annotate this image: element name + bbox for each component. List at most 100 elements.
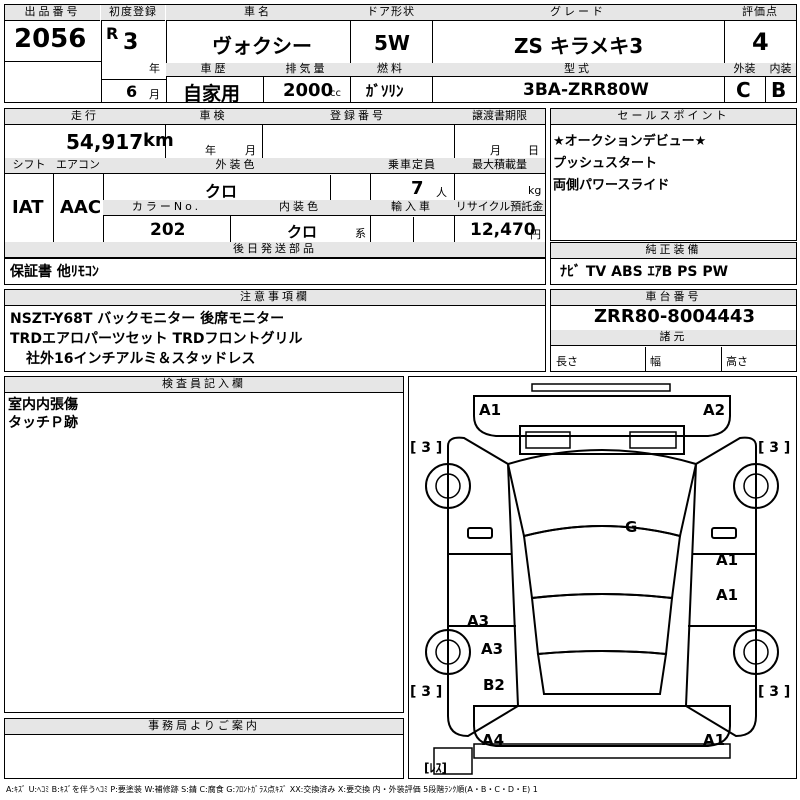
transfer-day-unit: 日 — [528, 144, 539, 157]
notes-header: 注意事項欄 — [5, 290, 545, 306]
tire-label-front-right: [ 3 ] — [758, 440, 791, 456]
damage-mark-5: A1 — [716, 586, 739, 604]
equipment-header: 純正装備 — [551, 243, 796, 259]
recycle-fee: 12,470 — [470, 220, 536, 240]
damage-mark-6: A3 — [467, 612, 490, 630]
equipment-list: ﾅﾋﾞ TV ABS ｴｱB PS PW — [560, 264, 729, 280]
notes-line-2: TRDエアロパーツセット TRDフロントグリル — [10, 331, 303, 347]
parts: 保証書 他ﾘﾓｺﾝ — [10, 264, 99, 280]
lot-number: 2056 — [14, 24, 87, 54]
dimensions-header: 諸元 — [551, 330, 796, 346]
max-load-header: 最大積載量 — [454, 158, 545, 174]
exterior-header: 外装 — [724, 63, 765, 77]
capacity-unit: 人 — [436, 186, 447, 199]
max-load-unit: kg — [528, 184, 542, 197]
mileage: 54,917 — [66, 130, 144, 154]
aircon: AAC — [60, 197, 102, 218]
car-name-header: 車名 — [166, 5, 350, 21]
shift: IAT — [12, 197, 44, 218]
interior-color-unit: 系 — [355, 227, 366, 240]
transfer-month-unit: 月 — [490, 144, 501, 157]
grade-header: グレード — [432, 5, 724, 21]
chassis-number: ZRR80-8004443 — [594, 306, 755, 327]
lot-number-header: 出品番号 — [5, 5, 100, 21]
aircon-header: エアコン — [53, 158, 103, 174]
chassis-header: 車台番号 — [551, 290, 796, 306]
inspection-year-unit: 年 — [205, 144, 216, 157]
recycle-unit: 円 — [530, 228, 541, 241]
notes-line-3: 社外16インチアルミ＆スタッドレス — [26, 351, 256, 367]
plate-header: 登録番号 — [262, 109, 454, 125]
notes-line-1: NSZT-Y68T バックモニター 後席モニター — [10, 311, 285, 327]
inspector-line-2: タッチＰ跡 — [8, 415, 78, 431]
interior-color-header: 内装色 — [230, 200, 370, 216]
damage-mark-7: A3 — [481, 640, 504, 658]
height-label: 高さ — [726, 355, 748, 368]
inspector-line-1: 室内内張傷 — [8, 397, 78, 413]
damage-mark-10: A1 — [703, 731, 726, 749]
mileage-unit: km — [143, 130, 174, 151]
registration-year: 3 — [123, 30, 139, 55]
capacity: 7 — [411, 178, 424, 199]
inspector-header: 検査員記入欄 — [5, 377, 403, 393]
interior-grade: B — [771, 78, 787, 102]
inspection-month-unit: 月 — [245, 144, 256, 157]
month-unit: 月 — [149, 88, 160, 101]
damage-mark-9: A4 — [482, 731, 505, 749]
sales-header: セールスポイント — [551, 109, 796, 125]
length-label: 長さ — [556, 355, 578, 368]
tire-label-rear-right: [ 3 ] — [758, 684, 791, 700]
tire-label-rear-left: [ 3 ] — [410, 684, 443, 700]
sales-box — [550, 108, 797, 241]
exterior-grade: C — [736, 78, 751, 102]
car-name: ヴォクシー — [212, 34, 312, 58]
grade: ZS キラメキ3 — [514, 34, 644, 58]
damage-mark-1: A1 — [479, 401, 502, 419]
width-label: 幅 — [650, 355, 661, 368]
displacement-unit: cc — [330, 88, 341, 99]
color-number-header: カラーNo. — [103, 200, 230, 216]
color-number: 202 — [150, 220, 186, 240]
first-registration-header: 初度登録 — [101, 5, 165, 21]
damage-mark-3: G — [625, 518, 638, 536]
door-header: ドア形状 — [350, 5, 432, 21]
model-header: 型式 — [432, 63, 724, 77]
mileage-header: 走行 — [5, 109, 165, 125]
spare-label: [ﾚｽ] — [424, 761, 447, 775]
history: 自家用 — [183, 83, 241, 105]
capacity-header: 乗車定員 — [370, 158, 454, 174]
displacement-header: 排気量 — [263, 63, 350, 77]
fuel: ｶﾞｿﾘﾝ — [366, 82, 404, 100]
inspection-header: 車検 — [165, 109, 262, 125]
sales-point-2: プッシュスタート — [553, 156, 658, 171]
score-header: 評価点 — [724, 5, 796, 21]
legend: A:ｷｽﾞ U:ﾍｺﾐ B:ｷｽﾞを伴うﾍｺﾐ P:要塗装 W:補修跡 S:錆 … — [6, 785, 538, 794]
car-diagram — [425, 383, 779, 775]
exterior-color: クロ — [205, 182, 238, 201]
displacement: 2000 — [283, 80, 334, 101]
history-header: 車歴 — [166, 63, 263, 77]
damage-mark-8: B2 — [483, 676, 505, 694]
shift-header: シフト — [5, 158, 53, 174]
registration-month: 6 — [126, 82, 138, 101]
year-unit: 年 — [149, 62, 160, 75]
damage-mark-4: A1 — [716, 551, 739, 569]
recycle-header: リサイクル預託金 — [454, 200, 545, 216]
inspector-box — [4, 376, 404, 713]
damage-mark-2: A2 — [703, 401, 726, 419]
sales-point-3: 両側パワースライド — [553, 178, 670, 193]
interior-color: クロ — [287, 223, 318, 241]
tire-label-front-left: [ 3 ] — [410, 440, 443, 456]
exterior-color-header: 外装色 — [103, 158, 370, 174]
door-type: 5W — [374, 31, 410, 55]
notes-box — [4, 289, 546, 372]
interior-header: 内装 — [765, 63, 796, 77]
score: 4 — [752, 28, 769, 56]
equipment-box — [550, 242, 797, 285]
model: 3BA-ZRR80W — [523, 80, 649, 100]
transfer-deadline-header: 譲渡書期限 — [454, 109, 545, 125]
sales-point-1: ★オークションデビュー★ — [553, 134, 707, 149]
damage-map-frame — [408, 376, 797, 779]
office-header: 事務局よりご案内 — [5, 719, 403, 735]
import-header: 輸入車 — [370, 200, 454, 216]
